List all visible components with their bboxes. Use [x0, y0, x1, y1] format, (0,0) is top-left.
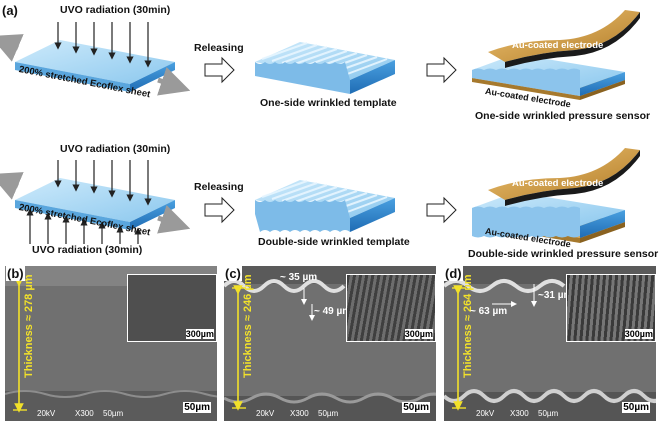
- sem-image-b: Thickness ≈ 278 µm 300µm 20kV X300 50µm …: [5, 266, 217, 421]
- inset-d: 300µm: [566, 274, 656, 342]
- scale-label-d: 50µm: [622, 402, 650, 413]
- row2-top-electrode-label: Au-coated electrode: [512, 178, 604, 189]
- sem-bar-d: 50µm: [538, 409, 559, 418]
- row2-uvo-bottom-label: UVO radiation (30min): [32, 244, 143, 256]
- inset-scale-b: 300µm: [185, 329, 214, 339]
- panel-label-c: (c): [224, 266, 242, 281]
- thickness-label-c: Thickness ≈ 246 µm: [242, 274, 254, 378]
- row2-sensor-caption: Double-side wrinkled pressure sensor: [468, 248, 659, 260]
- row2-template-caption: Double-side wrinkled template: [258, 236, 410, 248]
- sem-bar-b: 50µm: [103, 409, 124, 418]
- row2-uvo-top-label: UVO radiation (30min): [60, 143, 171, 155]
- inset-c: 300µm: [346, 274, 436, 342]
- wave1-label-c: ~ 35 µm: [280, 272, 318, 283]
- panel-label-b: (b): [6, 266, 25, 281]
- sem-image-d: Thickness ≈ 264 µm ~31 µm ~ 63 µm 300µm …: [444, 266, 656, 421]
- row2-sensor: [472, 148, 640, 243]
- sem-mag-b: X300: [75, 409, 94, 418]
- sem-mag-d: X300: [510, 409, 529, 418]
- sem-kv-b: 20kV: [37, 409, 56, 418]
- sem-mag-c: X300: [290, 409, 309, 418]
- sem-image-c: Thickness ≈ 246 µm ~ 35 µm ~ 49 µm 300µm…: [224, 266, 436, 421]
- row1-template-caption: One-side wrinkled template: [260, 97, 397, 109]
- thickness-label-d: Thickness ≈ 264 µm: [462, 274, 474, 378]
- row1-wrinkled-template: [255, 42, 395, 94]
- inset-scale-c: 300µm: [404, 329, 433, 339]
- row1-releasing-label: Releasing: [194, 42, 244, 54]
- row1-top-electrode-label: Au-coated electrode: [512, 40, 604, 51]
- row1-uvo-label: UVO radiation (30min): [60, 4, 171, 16]
- inset-scale-d: 300µm: [624, 329, 653, 339]
- scale-label-c: 50µm: [402, 402, 430, 413]
- sem-bar-c: 50µm: [318, 409, 339, 418]
- sem-kv-d: 20kV: [476, 409, 495, 418]
- wave1-label-d: ~31 µm: [538, 290, 573, 301]
- inset-b: 300µm: [127, 274, 217, 342]
- row1-sensor: [472, 10, 640, 100]
- row2-releasing-label: Releasing: [194, 181, 244, 193]
- row1-sensor-caption: One-side wrinkled pressure sensor: [475, 110, 651, 122]
- sem-kv-c: 20kV: [256, 409, 275, 418]
- row2-wrinkled-template: [255, 180, 395, 232]
- scale-label-b: 50µm: [183, 402, 211, 413]
- wave2-label-d: ~ 63 µm: [470, 306, 508, 317]
- thickness-label-b: Thickness ≈ 278 µm: [23, 274, 35, 378]
- panel-label-d: (d): [444, 266, 463, 281]
- panel-label-a: (a): [2, 3, 18, 18]
- wave2-label-c: ~ 49 µm: [314, 306, 352, 317]
